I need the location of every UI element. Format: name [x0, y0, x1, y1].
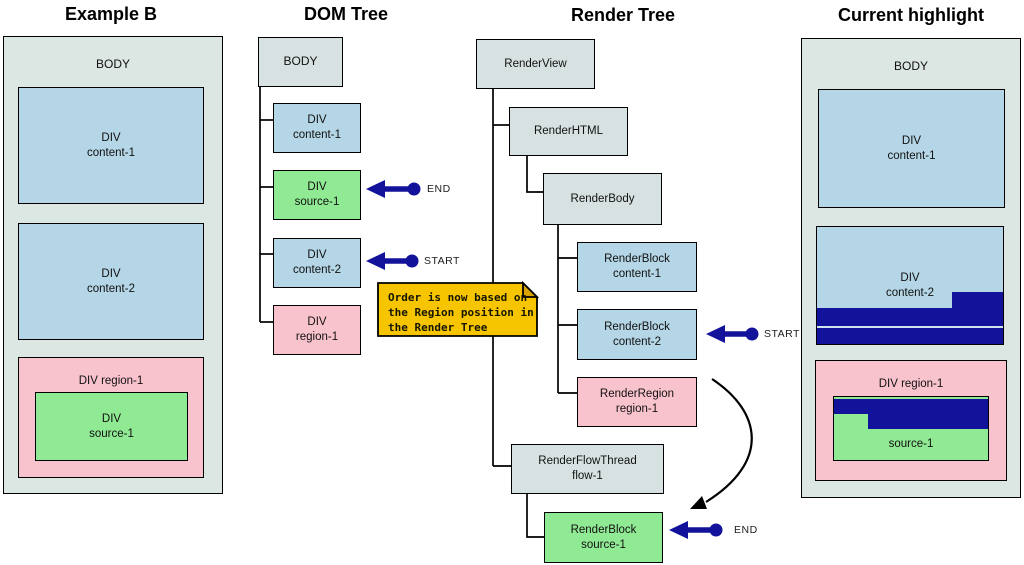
- highlight-source1-label: source-1: [888, 438, 934, 451]
- render-region-node: RenderRegion region-1: [577, 377, 697, 427]
- dom-body-node: BODY: [258, 37, 343, 87]
- dom-tree-connectors: [259, 87, 273, 323]
- render-end-arrow: [669, 521, 723, 539]
- source1-selection-row2: [868, 414, 988, 429]
- render-body-node: RenderBody: [543, 173, 662, 225]
- dom-start-label: START: [424, 255, 460, 267]
- exampleb-content2-box: DIV content-2: [18, 223, 204, 340]
- highlight-content2-box: DIV content-2: [816, 226, 1004, 345]
- render-flowthread-node: RenderFlowThread flow-1: [511, 444, 664, 494]
- highlight-source1-box: source-1: [833, 396, 989, 461]
- order-note: Order is now based on the Region positio…: [388, 291, 534, 335]
- render-start-arrow: [706, 325, 759, 343]
- content2-selection-linebreak: [817, 326, 1003, 328]
- render-end-label: END: [734, 524, 758, 536]
- highlight-content1-box: DIV content-1: [818, 89, 1005, 208]
- render-start-label: START: [764, 328, 800, 340]
- title-dom-tree: DOM Tree: [303, 4, 389, 24]
- render-block-source1-node: RenderBlock source-1: [544, 512, 663, 563]
- dom-region1-node: DIV region-1: [273, 305, 361, 355]
- dom-end-label: END: [427, 183, 451, 195]
- highlight-content2-label: DIV content-2: [886, 272, 934, 299]
- render-view-node: RenderView: [476, 39, 595, 89]
- dom-content2-node: DIV content-2: [273, 238, 361, 288]
- render-block-content2-node: RenderBlock content-2: [577, 309, 697, 360]
- dom-source1-node: DIV source-1: [273, 170, 361, 220]
- render-block-content1-node: RenderBlock content-1: [577, 242, 697, 292]
- dom-content1-node: DIV content-1: [273, 103, 361, 153]
- exampleb-source1-box: DIV source-1: [35, 392, 188, 461]
- title-render-tree: Render Tree: [570, 5, 676, 25]
- source1-selection-row1: [834, 399, 988, 414]
- exampleb-content1-box: DIV content-1: [18, 87, 204, 204]
- title-example-b: Example B: [64, 4, 158, 24]
- title-current-highlight: Current highlight: [838, 5, 984, 25]
- dom-end-arrow: [366, 180, 421, 198]
- region-to-source-curved-arrow: [690, 378, 753, 509]
- content2-selection-partial: [952, 292, 1003, 308]
- dom-start-arrow: [366, 252, 419, 270]
- render-html-node: RenderHTML: [509, 107, 628, 156]
